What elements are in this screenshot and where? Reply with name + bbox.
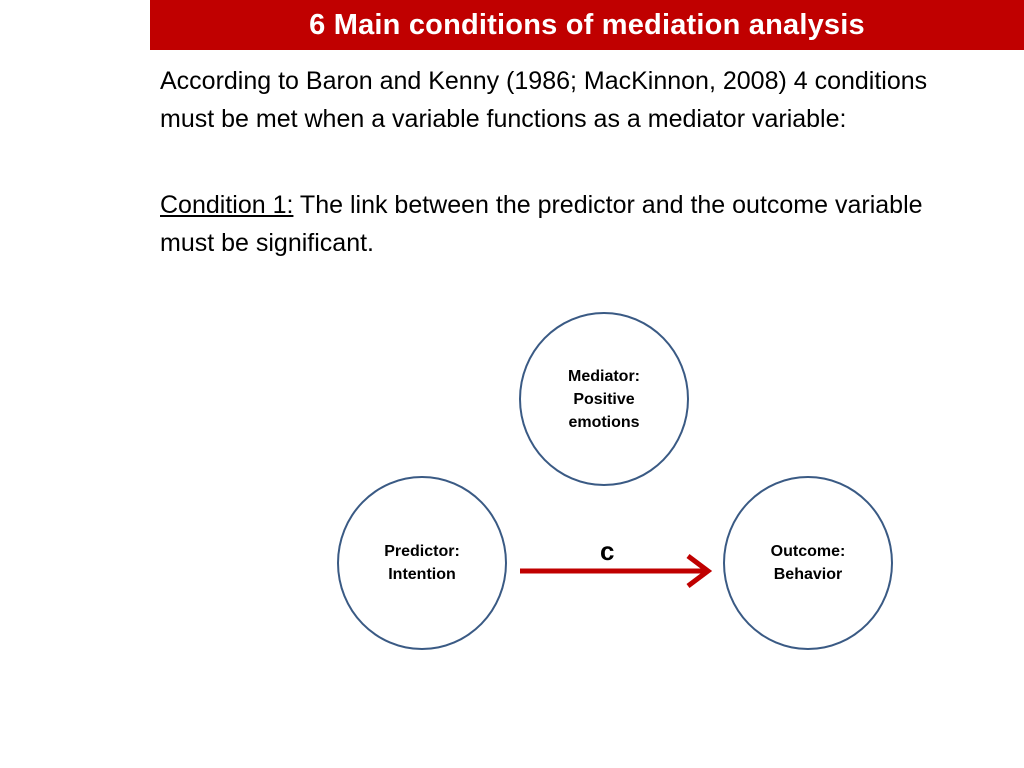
predictor-node: Predictor: Intention: [337, 476, 507, 650]
outcome-label: Outcome: Behavior: [770, 543, 846, 583]
slide-title: 6 Main conditions of mediation analysis: [309, 8, 865, 41]
condition-paragraph: Condition 1: The link between the predic…: [160, 186, 960, 262]
condition-label: Condition 1:: [160, 191, 294, 219]
path-c-label: c: [600, 536, 615, 566]
condition-text: The link between the predictor and the o…: [160, 191, 923, 257]
outcome-node: Outcome: Behavior: [723, 476, 893, 650]
mediator-node: Mediator: Positive emotions: [519, 312, 689, 486]
title-bar: 6 Main conditions of mediation analysis: [150, 0, 1024, 50]
intro-paragraph: According to Baron and Kenny (1986; MacK…: [160, 67, 928, 133]
predictor-label: Predictor: Intention: [384, 543, 460, 583]
mediator-label: Mediator: Positive emotions: [568, 367, 640, 431]
